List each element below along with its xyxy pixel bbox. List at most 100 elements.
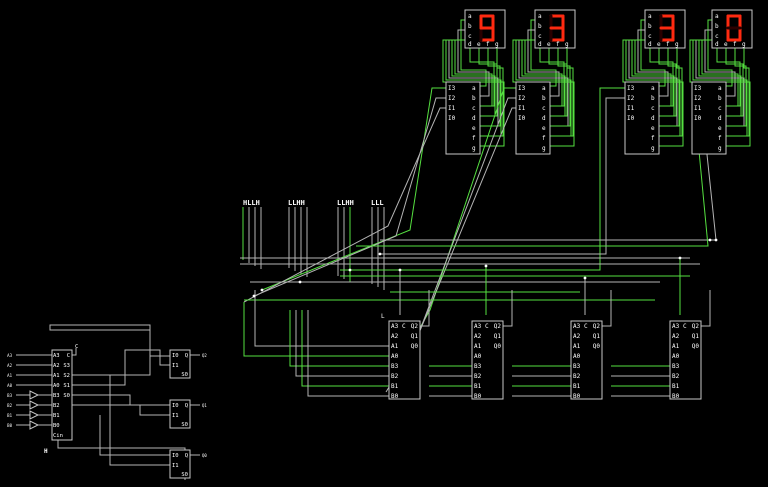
display-pin-label: g (495, 41, 499, 48)
small-adder-input-label: B3 (53, 393, 60, 399)
mux-out-net-label: Q0 (202, 453, 207, 458)
adder-input-label: A3 (474, 323, 482, 330)
display-pin-label: b (468, 23, 472, 30)
small-circuit-wire (72, 404, 170, 416)
segment-wire (716, 48, 741, 107)
decoder-output-label: c (718, 105, 722, 112)
mux-output-label: Q (185, 453, 188, 459)
input-switch-label: LLL (371, 199, 384, 207)
decoder-output-label: e (718, 125, 722, 132)
segment-wire (658, 48, 677, 117)
small-adder-input-label: B1 (53, 413, 60, 419)
segment-wire (725, 48, 744, 117)
decoder-frame (624, 81, 660, 155)
small-input-label: B1 (7, 413, 12, 418)
adder-input-label: A0 (391, 353, 399, 360)
adder-input-label: B2 (573, 373, 581, 380)
display-pin-label: a (538, 13, 542, 20)
small-adder-input-label: A0 (53, 383, 60, 389)
adder-output-label: Q0 (494, 343, 502, 350)
adder-input-label: B0 (573, 393, 581, 400)
small-circuit-wire (72, 394, 170, 406)
small-adder-output-label: S1 (63, 383, 70, 389)
adder-input-label: A3 (573, 323, 581, 330)
small-adder-output-label: S0 (63, 393, 70, 399)
decoder-input-label: I0 (627, 115, 635, 122)
display-pin-label: c (468, 33, 472, 40)
segment-wire (707, 19, 733, 87)
junction-dot (678, 256, 682, 260)
decoder-input-label: I0 (694, 115, 702, 122)
small-adder-input-label: B2 (53, 403, 60, 409)
adder-output-label: Q1 (494, 333, 502, 340)
adder-feed (243, 302, 389, 357)
display-pin-label: a (648, 13, 652, 20)
small-adder-input-label: B0 (53, 423, 60, 429)
decoder-output-label: f (542, 135, 546, 142)
decoder-output-label: b (718, 95, 722, 102)
display-pin-label: f (666, 41, 670, 48)
small-input-label: B0 (7, 423, 12, 428)
small-adder-input-label: Cin (53, 433, 63, 439)
high-level-label: H (44, 448, 48, 455)
mux-input-label: I1 (172, 363, 179, 369)
decoder-output-label: d (542, 115, 546, 122)
segment-wire (527, 29, 560, 97)
adder-input-label: A1 (474, 343, 482, 350)
junction-dot (252, 294, 256, 298)
small-adder-input-label: A3 (53, 353, 60, 359)
adder-input-label: A2 (672, 333, 680, 340)
display-pin-label: c (648, 33, 652, 40)
adder-b-wire (295, 310, 389, 377)
segment-wire (649, 48, 674, 107)
adder-b-wire (301, 310, 389, 387)
adder-input-label: B1 (573, 383, 581, 390)
decoder-input-label: I0 (448, 115, 456, 122)
adder-input-label: B1 (391, 383, 399, 390)
decoder-frame (445, 81, 481, 155)
decoder-frame (515, 81, 551, 155)
small-input-label: A2 (7, 363, 12, 368)
input-switch-label: HLLH (243, 199, 260, 207)
decoder-input-label: I2 (448, 95, 456, 102)
display-pin-label: e (477, 41, 481, 48)
decoder-input-label: I3 (518, 85, 526, 92)
display-pin-label: f (486, 41, 490, 48)
adder-input-label: A0 (672, 353, 680, 360)
decoder-input-label: I2 (518, 95, 526, 102)
adder-output-label: Q0 (411, 343, 419, 350)
segment-wire (640, 19, 666, 87)
adder-b-wire (307, 310, 389, 397)
adder-input-label: B2 (474, 373, 482, 380)
adder-input-label: A1 (573, 343, 581, 350)
carry-wire (701, 290, 711, 327)
decoder-input-label: I3 (627, 85, 635, 92)
adder-input-label: B1 (672, 383, 680, 390)
segment-wire (659, 48, 680, 127)
adder-input-label: B3 (573, 363, 581, 370)
mux-input-label: I0 (172, 453, 179, 459)
junction-dot (398, 268, 402, 272)
decoder-output-label: g (542, 145, 546, 152)
small-circuit-wire (57, 440, 186, 480)
adder-frame (388, 320, 421, 400)
segment-wire (637, 29, 669, 97)
junction-dot (378, 252, 382, 256)
display-pin-label: a (715, 13, 719, 20)
adder-output-label: Q2 (692, 323, 700, 330)
mux-output-label: Q (185, 403, 188, 409)
adder-output-label: Q0 (692, 343, 700, 350)
junction-dot (348, 268, 352, 272)
carry-wire (420, 290, 430, 327)
input-switch-label: LLHH (288, 199, 305, 207)
mux-input-label: I1 (172, 413, 179, 419)
mux-input-label: I0 (172, 353, 179, 359)
small-adder-output-label: S3 (63, 363, 70, 369)
